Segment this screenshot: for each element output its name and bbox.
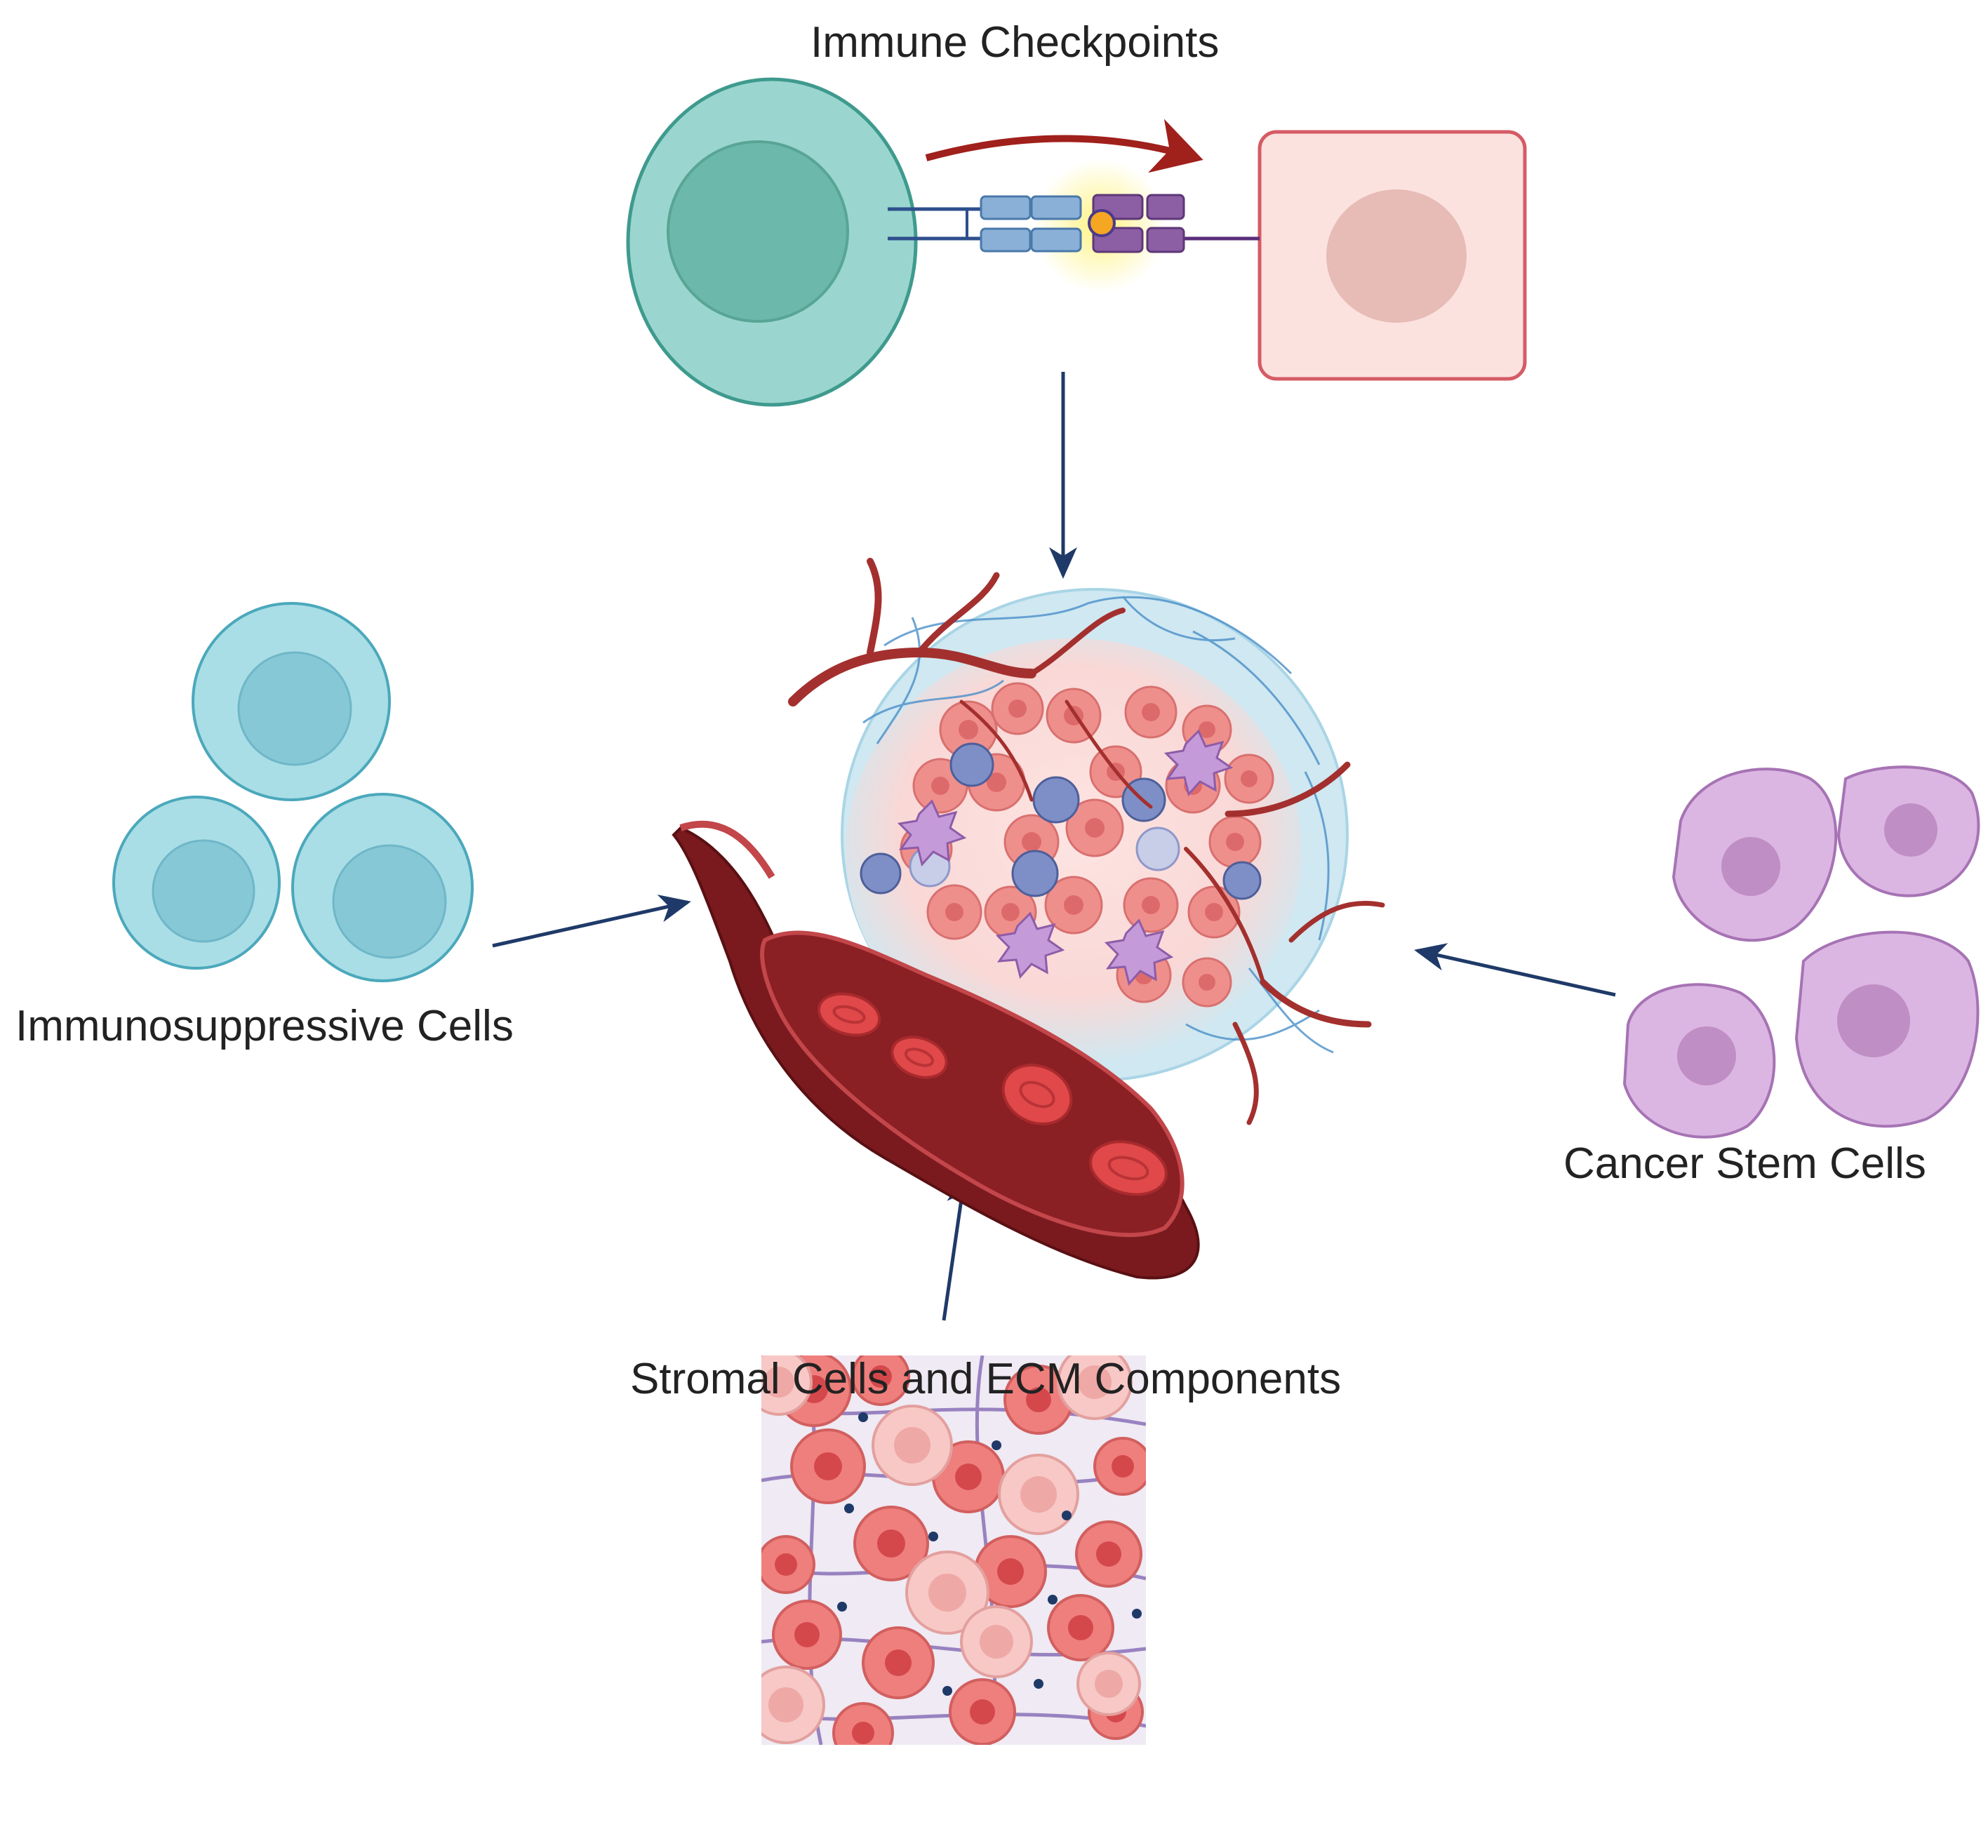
immune-checkpoints-label: Immune Checkpoints: [810, 18, 1220, 67]
lymphocyte: [949, 742, 994, 787]
capillaries: [788, 558, 1385, 1125]
tumor-cell-nucleus: [1326, 189, 1467, 323]
t-cell-nucleus: [667, 140, 849, 323]
cancer-stem-nucleus: [1837, 984, 1910, 1057]
immunosuppressive-cells-label: Immunosuppressive Cells: [15, 1002, 514, 1050]
checkpoint-arrow: [925, 119, 1203, 173]
stromal-ecm-illustration: [761, 1355, 1146, 1745]
dendritic-cell: [897, 799, 967, 867]
cancer-cell-nuclei: [917, 699, 1257, 991]
receptor-domain: [1030, 227, 1082, 253]
dendritic-cells: [897, 729, 1234, 986]
lymphocyte: [860, 852, 902, 895]
cancer-stem-nucleus: [1884, 803, 1937, 857]
ligand-domain: [1146, 194, 1185, 220]
arrow-immunosuppressive-to-tme: [492, 895, 691, 948]
immunosuppressive-cells-illustration: [112, 602, 474, 982]
immunosuppressive-nucleus: [332, 844, 447, 959]
lymphocyte: [1222, 861, 1262, 900]
tumor-microenvironment-illustration: [672, 558, 1385, 1280]
red-blood-cell: [1001, 1064, 1073, 1125]
ligand-domain: [1146, 227, 1185, 253]
receptor-domain: [980, 195, 1032, 220]
lymphocyte-light: [1135, 826, 1180, 871]
immune-checkpoint-illustration: [626, 77, 1527, 407]
cancer-stem-cells-illustration: [1622, 765, 1980, 1139]
lymphocyte: [1011, 850, 1059, 897]
dendritic-cell: [995, 911, 1065, 979]
dendritic-cell: [1104, 918, 1174, 986]
dendritic-cell: [1163, 729, 1234, 797]
arrow-cancer-stem-to-tme: [1414, 943, 1616, 997]
ecm-proteins: [837, 1412, 1142, 1696]
cancer-stem-nucleus: [1721, 837, 1780, 896]
immune-cells: [860, 742, 1262, 900]
binding-site: [1088, 209, 1116, 237]
cancer-stem-nucleus: [1677, 1026, 1736, 1085]
cancer-stem-cells-label: Cancer Stem Cells: [1563, 1139, 1926, 1188]
immunosuppressive-nucleus: [152, 839, 255, 943]
red-blood-cell: [817, 992, 881, 1037]
receptor-domain: [980, 227, 1032, 253]
red-blood-cells: [817, 992, 1168, 1196]
red-blood-cell: [1089, 1140, 1168, 1196]
red-blood-cell: [890, 1036, 948, 1079]
receptor-domain: [1030, 195, 1082, 220]
stromal-ecm-label: Stromal Cells and ECM Components: [630, 1355, 1342, 1403]
immunosuppressive-nucleus: [237, 651, 352, 766]
vessel-outer-layer: [679, 820, 775, 879]
lymphocyte: [1032, 776, 1080, 824]
